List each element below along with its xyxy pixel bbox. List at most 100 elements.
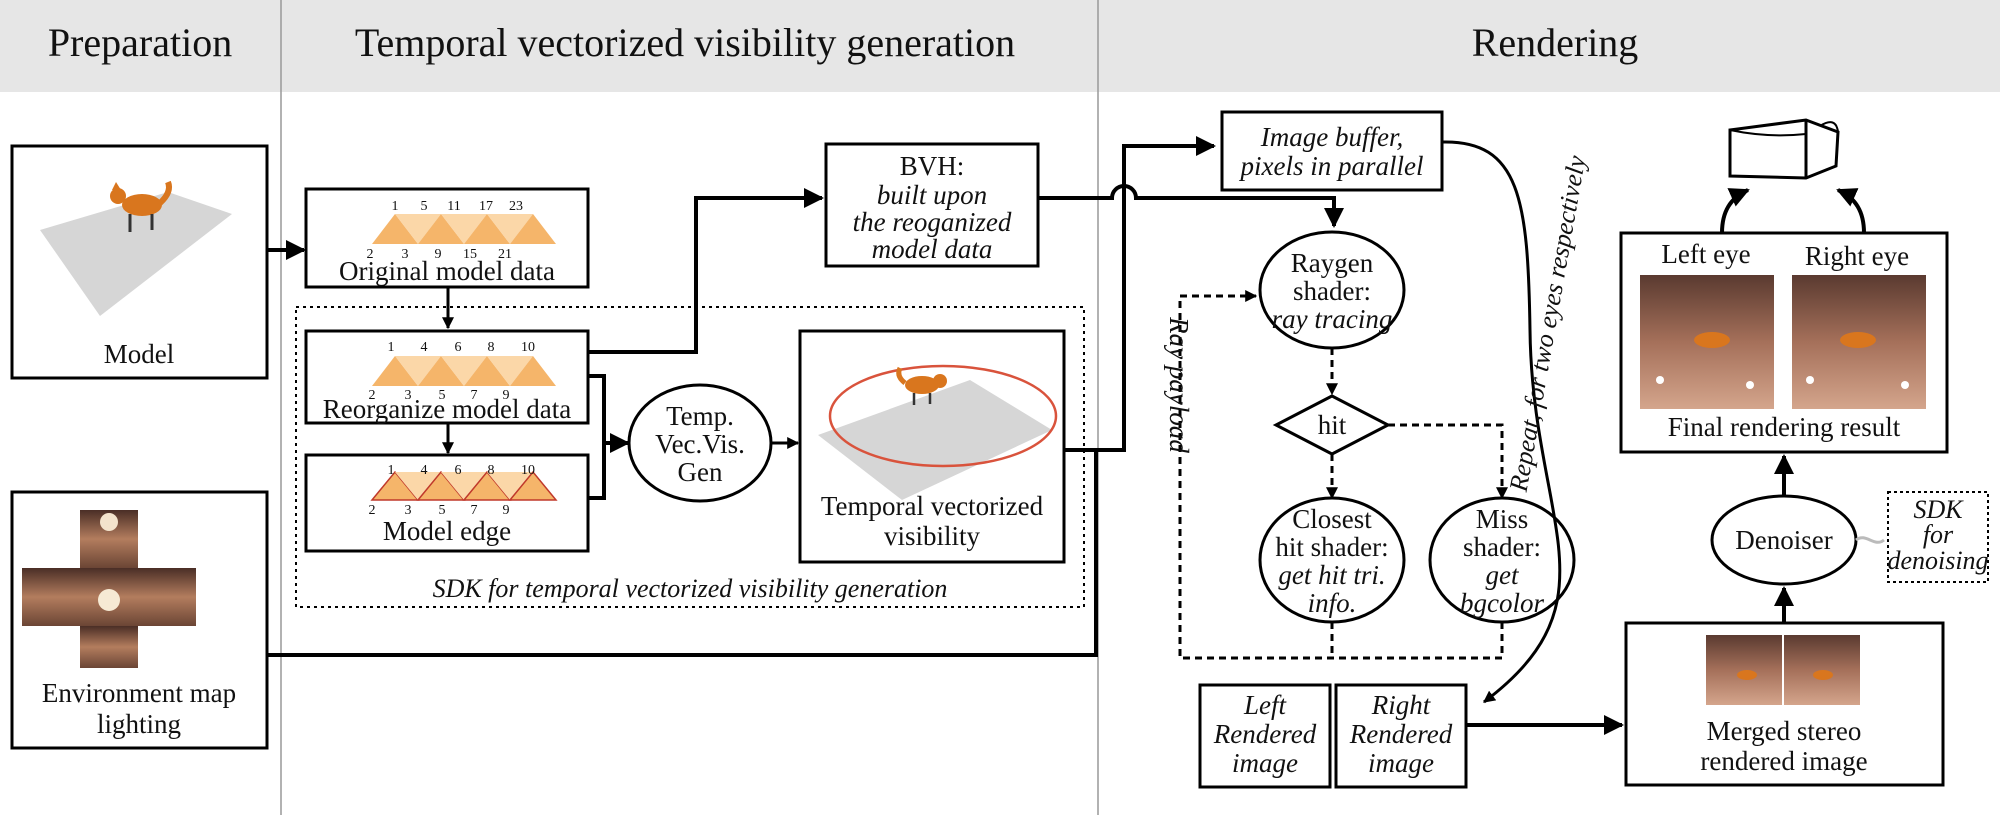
arrow-to-image-buffer: [1064, 136, 1216, 452]
reorg-top-num: 10: [521, 340, 535, 355]
reorg-top-num: 8: [488, 340, 495, 355]
closest-line2: hit shader:: [1275, 532, 1388, 562]
arrow-right-eye-to-headset: [1836, 188, 1866, 234]
orig-bottom-num: 15: [463, 247, 477, 262]
denoiser-label: Denoiser: [1735, 525, 1832, 555]
orig-top-num: 23: [509, 199, 523, 214]
edge-bottom-num: 3: [405, 503, 412, 518]
reorg-top-num: 6: [455, 340, 462, 355]
merged-stereo-thumbnail: [1706, 635, 1860, 705]
right-eye-label: Right eye: [1805, 241, 1909, 271]
arrow-hit-to-miss: [1388, 423, 1508, 500]
original-model-data-box: 1 5 11 17 23 2 3 9 15 21 Original model …: [304, 187, 590, 289]
sdk-generation-label: SDK for temporal vectorized visibility g…: [433, 574, 948, 603]
bvh-line3: the reoganized: [853, 207, 1012, 237]
bvh-line2: built upon: [877, 180, 987, 210]
model-label: Model: [104, 339, 175, 369]
header-preparation: Preparation: [48, 20, 232, 65]
triangle-strip-reorg: [372, 356, 556, 386]
orig-bottom-num: 2: [367, 247, 374, 262]
tvvg-line3: Gen: [678, 457, 723, 487]
edge-bottom-num: 2: [369, 503, 376, 518]
right-img-line1: Right: [1371, 690, 1432, 720]
orig-bottom-num: 9: [435, 247, 442, 262]
orig-top-num: 1: [392, 199, 399, 214]
closest-line1: Closest: [1292, 504, 1372, 534]
vr-headset-icon: [1728, 118, 1840, 180]
sdk-generation-boundary: [295, 306, 1085, 608]
sdk-denoising-box: SDK for denoising: [1887, 491, 1989, 583]
reorg-bottom-num: 3: [405, 388, 412, 403]
arrow-bvh-to-raygen: [1038, 184, 1344, 228]
image-buffer-box: Image buffer, pixels in parallel: [1220, 110, 1444, 192]
edge-label: Model edge: [383, 516, 511, 546]
right-rendered-image-box: Right Rendered image: [1334, 683, 1468, 789]
reorg-label: Reorganize model data: [323, 394, 571, 424]
left-rendered-image-box: Left Rendered image: [1198, 683, 1332, 789]
header-band: [0, 0, 2000, 92]
raygen-line3: ray tracing: [1272, 304, 1393, 334]
final-rendering-box: Left eye Right eye Final rendering resul…: [1619, 231, 1949, 454]
edge-bottom-num: 9: [503, 503, 510, 518]
closest-hit-shader-node: Closest hit shader: get hit tri. info.: [1258, 496, 1406, 624]
reorg-bottom-num: 5: [439, 388, 446, 403]
bvh-box: BVH: built upon the reoganized model dat…: [824, 142, 1040, 268]
reorg-bottom-num: 7: [471, 388, 478, 403]
environment-cubemap: [22, 510, 196, 668]
fox-icon: [110, 180, 172, 232]
left-img-line2: Rendered: [1213, 719, 1317, 749]
sdk-den-line1: SDK: [1913, 495, 1964, 524]
merged-stereo-box: Merged stereo rendered image: [1624, 621, 1945, 787]
reorg-bottom-num: 9: [503, 388, 510, 403]
bracket-reorg-edge: [588, 374, 606, 500]
tvv-line1: Temporal vectorized: [821, 491, 1044, 521]
merged-line2: rendered image: [1700, 746, 1867, 776]
reorg-top-num: 4: [421, 340, 428, 355]
orig-bottom-num: 21: [498, 247, 512, 262]
edge-top-num: 10: [521, 463, 535, 478]
sdk-den-line3: denoising: [1887, 546, 1988, 575]
header-rendering: Rendering: [1472, 20, 1639, 65]
orbit-ring: [828, 364, 1058, 468]
orig-top-num: 5: [421, 199, 428, 214]
edge-top-num: 1: [388, 463, 395, 478]
tvv-line2: visibility: [884, 521, 981, 551]
miss-shader-node: Miss shader: get bgcolor: [1428, 496, 1576, 624]
bvh-line1: BVH:: [900, 151, 965, 181]
left-img-line3: image: [1232, 748, 1298, 778]
reorganize-model-data-box: 1 4 6 8 10 2 3 5 7 9 Reorganize model da…: [304, 329, 590, 425]
env-label-line2: lighting: [97, 709, 181, 739]
sdk-den-line2: for: [1923, 520, 1954, 549]
final-label: Final rendering result: [1668, 412, 1901, 442]
triangle-strip-edge: [370, 470, 558, 501]
raygen-shader-node: Raygen shader: ray tracing: [1258, 230, 1406, 350]
edge-top-num: 6: [455, 463, 462, 478]
header-temporal: Temporal vectorized visibility generatio…: [355, 20, 1015, 65]
fox-icon: [896, 366, 947, 405]
edge-bottom-num: 7: [471, 503, 478, 518]
ray-payload-label: Ray payload: [1164, 316, 1194, 453]
closest-line3: get hit tri.: [1278, 560, 1385, 590]
miss-line2: shader:: [1463, 532, 1541, 562]
left-img-line1: Left: [1243, 690, 1288, 720]
denoiser-link: [1855, 536, 1885, 544]
image-buffer-line2: pixels in parallel: [1239, 151, 1424, 181]
edge-top-num: 4: [421, 463, 428, 478]
miss-line1: Miss: [1476, 504, 1529, 534]
miss-line3: get: [1486, 560, 1520, 590]
model-plane: [40, 192, 232, 316]
triangle-strip-original: [372, 214, 556, 244]
hit-decision-node: hit: [1272, 394, 1392, 456]
original-label: Original model data: [339, 256, 555, 286]
miss-line4: bgcolor: [1460, 588, 1544, 618]
arrow-reorg-to-bvh: [588, 188, 824, 354]
closest-line4: info.: [1308, 588, 1357, 618]
tvv-plane: [818, 380, 1052, 500]
orig-bottom-num: 3: [402, 247, 409, 262]
edge-bottom-num: 5: [439, 503, 446, 518]
environment-map-box: Environment map lighting: [10, 490, 269, 750]
merged-line1: Merged stereo: [1707, 716, 1862, 746]
arrow-left-eye-to-headset: [1720, 188, 1750, 234]
